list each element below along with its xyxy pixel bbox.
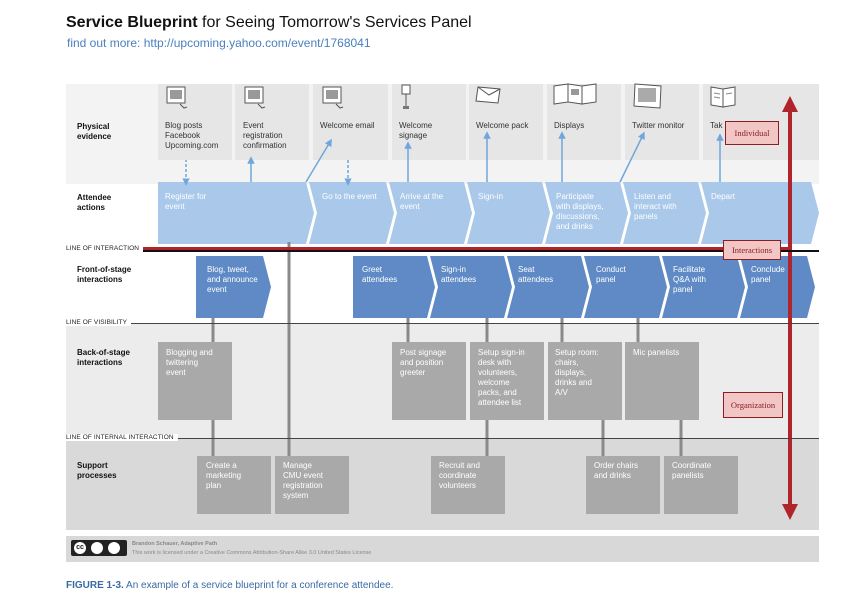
monitor-icon: [322, 86, 344, 109]
support-box: [275, 456, 349, 514]
evidence-label: Welcome pack: [476, 121, 529, 130]
line-label: LINE OF VISIBILITY: [66, 319, 132, 326]
front-stage-item: Conclude panel: [751, 265, 785, 284]
monitor-icon: [166, 86, 188, 109]
attendee-action: Register for event: [165, 192, 207, 211]
support-item: Create a marketing plan: [206, 461, 242, 490]
back-stage-item: Setup room: chairs, displays, drinks and…: [555, 348, 599, 397]
front-stage-chevrons: [196, 256, 815, 318]
footer-author: Brandon Schauer, Adaptive Path: [132, 541, 218, 547]
organization-label: Organization: [723, 392, 783, 418]
cc-badge: cc: [71, 540, 127, 556]
cc-icon: cc: [74, 542, 86, 554]
evidence-label: Twitter monitor: [632, 121, 685, 130]
screen-icon: [633, 83, 662, 109]
display-panels-icon: [553, 83, 597, 105]
attendee-action: Go to the event: [322, 192, 377, 201]
support-box: [586, 456, 660, 514]
evidence-label: Displays: [554, 121, 585, 130]
line-label: LINE OF INTERNAL INTERACTION: [66, 434, 178, 441]
front-stage-item: Seat attendees: [518, 265, 554, 284]
back-stage-item: Setup sign-in desk with volunteers, welc…: [478, 348, 525, 407]
caption-text: An example of a service blueprint for a …: [123, 580, 394, 591]
front-stage-item: Sign-in attendees: [441, 265, 477, 284]
front-stage-item: Blog, tweet, and announce event: [207, 265, 258, 294]
attendee-chevrons: [158, 182, 819, 244]
evidence-label: Blog posts Facebook Upcoming.com: [165, 121, 219, 150]
back-stage-box: [548, 342, 622, 420]
book-icon: [710, 86, 736, 108]
line-of-internal-interaction: [66, 438, 819, 439]
caption-label: FIGURE 1-3.: [66, 580, 124, 591]
support-box: [664, 456, 738, 514]
lane-label: Attendee actions: [77, 193, 112, 212]
evidence-label: Tak: [710, 121, 723, 130]
support-item: Manage CMU event registration system: [283, 461, 324, 500]
title-rest: for Seeing Tomorrow's Services Panel: [197, 14, 472, 31]
footer-license: This work is licensed under a Creative C…: [132, 550, 372, 556]
support-box: [197, 456, 271, 514]
interactions-label: Interactions: [723, 240, 781, 260]
back-stage-item: Post signage and position greeter: [400, 348, 447, 377]
envelope-icon: [475, 86, 501, 104]
front-stage-item: Greet attendees: [362, 265, 398, 284]
support-item: Coordinate panelists: [672, 461, 712, 480]
lane-label: Support processes: [77, 461, 117, 480]
front-stage-item: Conduct panel: [596, 265, 626, 284]
support-box: [431, 456, 505, 514]
attendee-action: Arrive at the event: [400, 192, 444, 211]
back-stage-box: [392, 342, 466, 420]
support-item: Order chairs and drinks: [594, 461, 639, 480]
evidence-label: Welcome email: [320, 121, 375, 130]
back-stage-box: [470, 342, 544, 420]
back-stage-item: Mic panelists: [633, 348, 680, 357]
line-of-interaction: [66, 250, 819, 252]
line-of-visibility: [66, 323, 819, 324]
attendee-action: Sign-in: [478, 192, 503, 201]
title-bold: Service Blueprint: [66, 14, 198, 31]
line-label: LINE OF INTERACTION: [66, 245, 144, 252]
subtitle-link[interactable]: find out more: http://upcoming.yahoo.com…: [67, 36, 371, 50]
attendee-action: Depart: [711, 192, 736, 201]
back-stage-box: [158, 342, 232, 420]
lane-label: Physical evidence: [77, 122, 112, 141]
page-title: Service Blueprint for Seeing Tomorrow's …: [66, 14, 472, 32]
lane-label: Back-of-stage interactions: [77, 348, 130, 367]
license-footer: [66, 536, 819, 562]
front-stage-item: Facilitate Q&A with panel: [673, 265, 706, 294]
attendee-action: Listen and interact with panels: [634, 192, 677, 221]
sa-icon: [108, 542, 120, 554]
back-stage-box: [625, 342, 699, 420]
lane-label: Front-of-stage interactions: [77, 265, 132, 284]
evidence-label: Event registration confirmation: [243, 121, 287, 150]
support-item: Recruit and coordinate volunteers: [439, 461, 480, 490]
individual-label: Individual: [725, 121, 779, 145]
evidence-label: Welcome signage: [399, 121, 433, 140]
monitor-icon: [244, 86, 266, 109]
signpost-icon: [401, 84, 411, 109]
back-stage-item: Blogging and twittering event: [166, 348, 213, 377]
figure-caption: FIGURE 1-3. An example of a service blue…: [66, 580, 393, 591]
by-icon: [91, 542, 103, 554]
attendee-action: Participate with displays, discussions, …: [556, 192, 604, 231]
